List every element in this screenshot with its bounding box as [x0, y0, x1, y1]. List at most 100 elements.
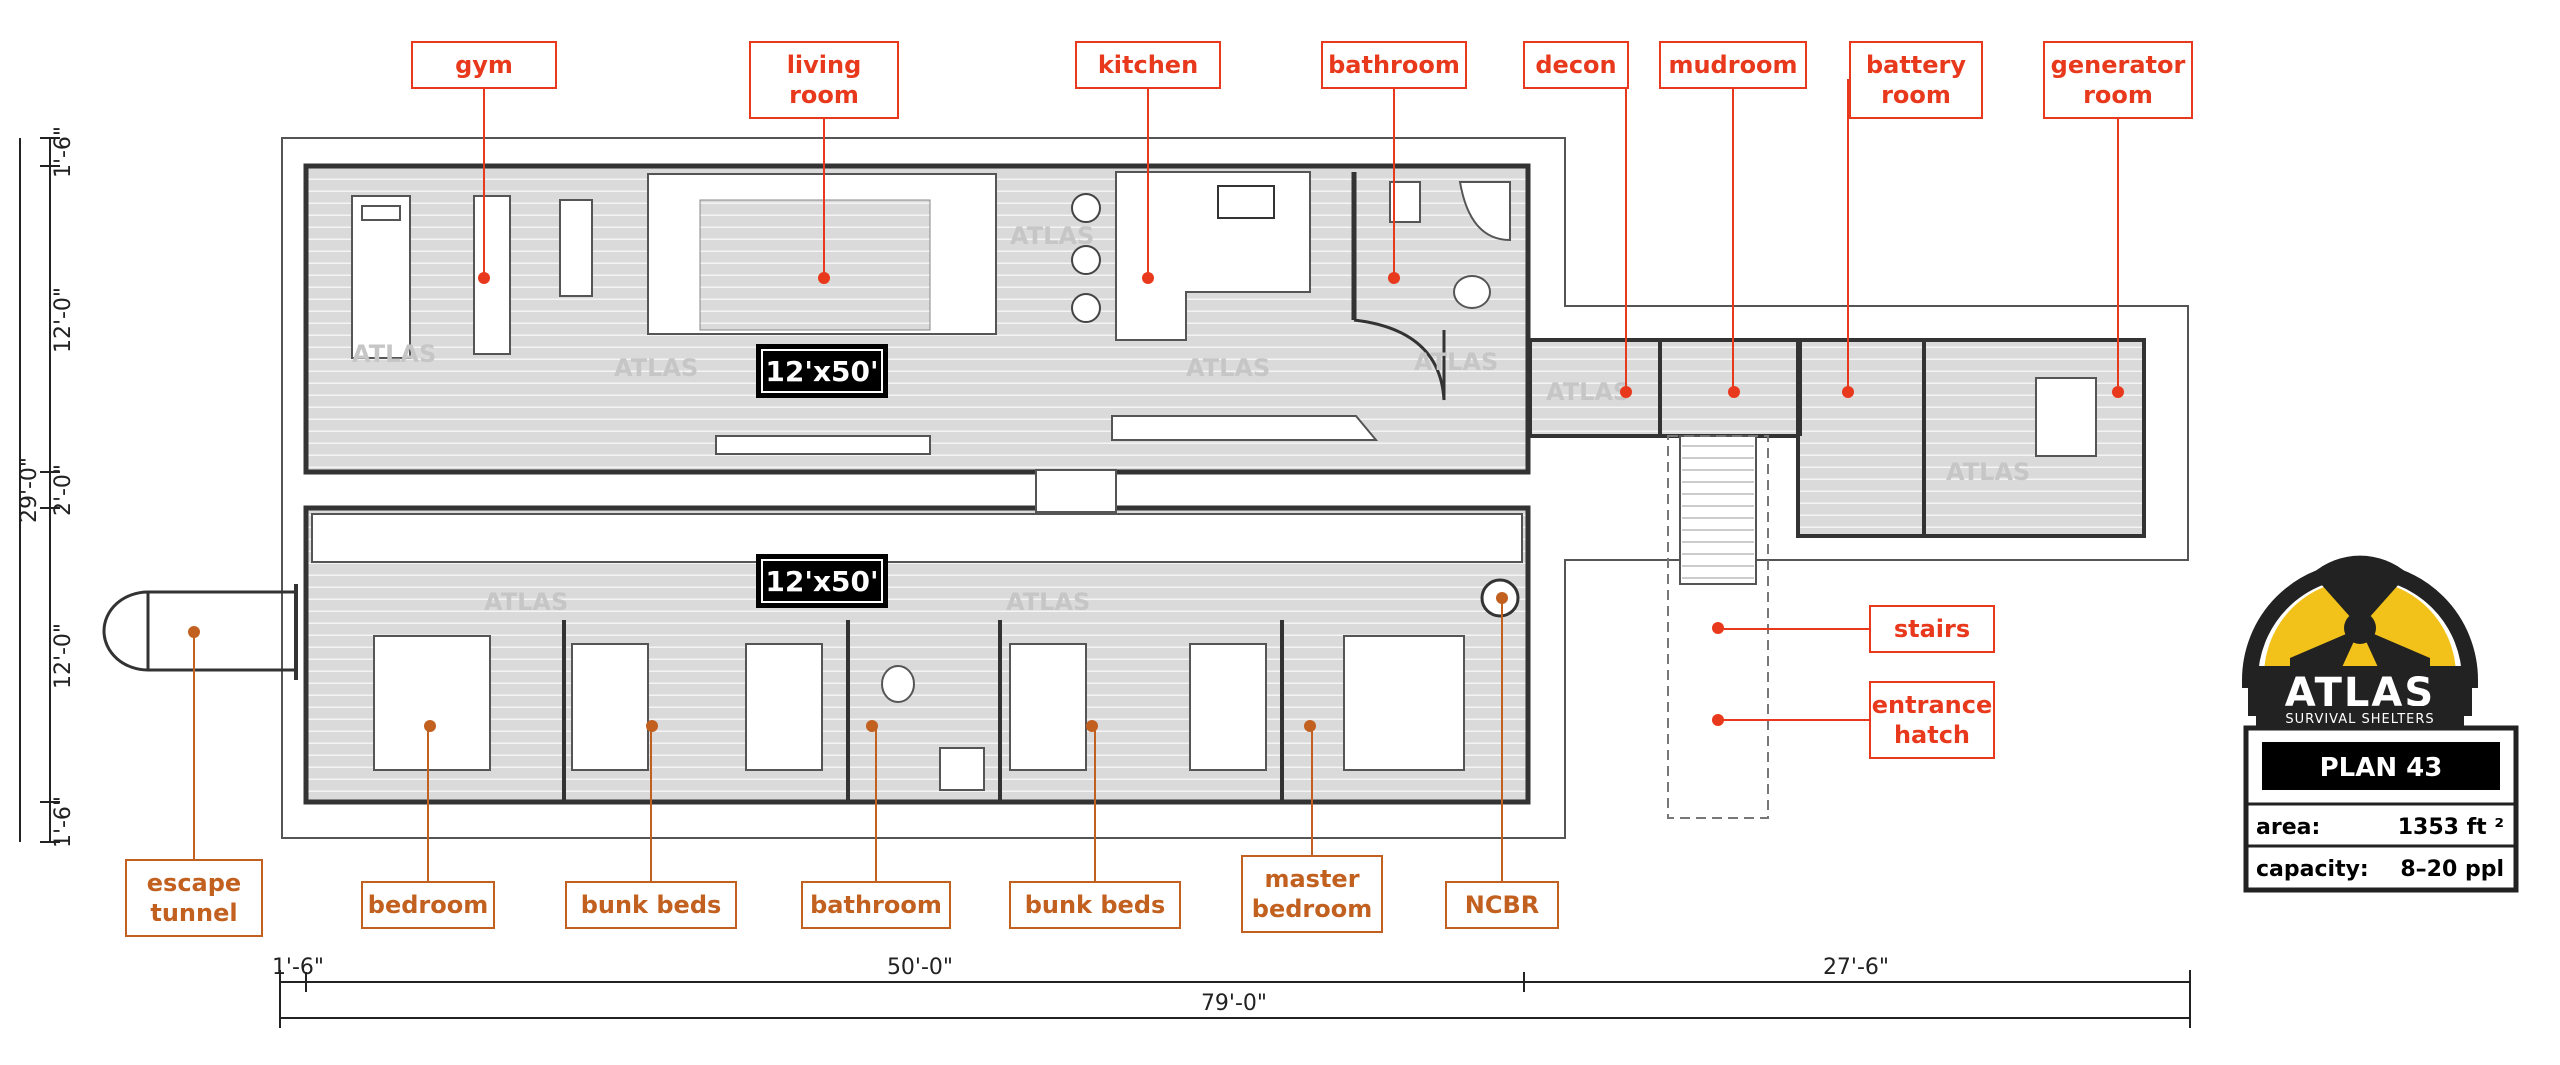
svg-text:ATLAS: ATLAS [1546, 378, 1630, 406]
room-marker-dot [1086, 720, 1098, 732]
room-label: entrance [1872, 691, 1992, 719]
callout-decon: decon [1523, 41, 1632, 398]
badge-top-bg [756, 344, 888, 398]
dim-left-1: 1'-6" [51, 126, 76, 178]
stair-treads [1682, 445, 1754, 579]
room-label: room [789, 81, 859, 109]
escape-tunnel-structure [102, 584, 298, 680]
shell-outline [281, 137, 2189, 839]
room-label: stairs [1894, 615, 1970, 643]
room-marker-dot [646, 720, 658, 732]
dim-bottom-small: 1'-6" [272, 955, 324, 980]
svg-text:ATLAS: ATLAS [614, 354, 698, 382]
logo-tagline: SURVIVAL SHELTERS [2285, 712, 2434, 727]
label-box [125, 859, 263, 937]
room-marker-dot [1388, 272, 1400, 284]
atlas-logo: ATLAS SURVIVAL SHELTERS [2241, 555, 2479, 728]
room-label: bathroom [1328, 51, 1460, 79]
room-label: room [1881, 81, 1951, 109]
label-box [801, 881, 951, 929]
room-label: living [787, 51, 862, 79]
bottom-dimensions [279, 970, 2191, 1028]
room-marker-dot [2112, 386, 2124, 398]
dim-left-5: 1'-6" [51, 796, 76, 848]
dim-bottom-main: 50'-0" [887, 955, 953, 980]
room-label: generator [2051, 51, 2186, 79]
callout-kitchen: kitchen [1075, 41, 1221, 284]
svg-text:ATLAS: ATLAS [1946, 458, 2030, 486]
label-box [411, 41, 557, 89]
dim-left-2: 12'-0" [51, 287, 76, 353]
dim-bottom-total: 79'-0" [1201, 991, 1267, 1016]
area-label: area: [2256, 815, 2320, 840]
room-label: kitchen [1098, 51, 1198, 79]
label-box [749, 41, 899, 119]
room-label: decon [1535, 51, 1616, 79]
label-box [1523, 41, 1629, 89]
capacity-value: 8–20 ppl [2400, 857, 2504, 882]
room-marker-dot [818, 272, 830, 284]
dim-left-3: 2'-0" [51, 464, 76, 516]
plan-title: PLAN 43 [2320, 753, 2443, 783]
label-box [1869, 605, 1995, 653]
room-marker-dot [1620, 386, 1632, 398]
room-marker-dot [1712, 714, 1724, 726]
label-box [1075, 41, 1221, 89]
connector-corridor [1035, 469, 1117, 513]
right-annex [1528, 338, 2146, 819]
room-marker-dot [1712, 622, 1724, 634]
label-box [1445, 881, 1559, 929]
svg-text:ATLAS: ATLAS [484, 588, 568, 616]
room-marker-dot [1842, 386, 1854, 398]
bottom-container [303, 505, 1531, 805]
callout-bunk-beds-2: bunk beds [1009, 720, 1181, 929]
room-marker-dot [424, 720, 436, 732]
room-label: mudroom [1668, 51, 1797, 79]
room-label: hatch [1894, 721, 1970, 749]
callout-bedroom: bedroom [361, 720, 495, 929]
room-marker-dot [1496, 592, 1508, 604]
badge-top: 12'x50' [765, 355, 878, 388]
room-marker-dot [188, 626, 200, 638]
label-box [1849, 41, 1983, 119]
watermarks: ATLAS ATLAS ATLAS ATLAS ATLAS ATLAS ATLA… [352, 222, 2030, 616]
badge-bottom-bg [756, 554, 888, 608]
room-marker-dot [866, 720, 878, 732]
capacity-label: capacity: [2256, 857, 2369, 882]
area-value: 1353 ft ² [2398, 815, 2504, 840]
dim-bottom-right: 27'-6" [1823, 955, 1889, 980]
room-label: bunk beds [581, 891, 722, 919]
room-label: room [2083, 81, 2153, 109]
room-label: escape [147, 869, 241, 897]
label-box [1659, 41, 1807, 89]
svg-text:ATLAS: ATLAS [352, 340, 436, 368]
svg-text:ATLAS: ATLAS [1186, 354, 1270, 382]
room-label: battery [1866, 51, 1966, 79]
room-label: bedroom [1252, 895, 1372, 923]
room-marker-dot [1304, 720, 1316, 732]
room-label: master [1264, 865, 1359, 893]
label-box [1869, 681, 1995, 759]
svg-text:ATLAS: ATLAS [1010, 222, 1094, 250]
badge-bottom: 12'x50' [765, 565, 878, 598]
callout-bathroom-bottom: bathroom [801, 720, 951, 929]
left-dimensions [19, 137, 60, 843]
label-box [1321, 41, 1467, 89]
room-marker-dot [478, 272, 490, 284]
room-label: NCBR [1465, 891, 1539, 919]
plan-info-box: PLAN 43 area: 1353 ft ² capacity: 8–20 p… [2243, 725, 2519, 893]
label-box [565, 881, 737, 929]
dim-left-4: 12'-0" [51, 623, 76, 689]
svg-text:ATLAS: ATLAS [1414, 348, 1498, 376]
dim-left-total: 29'-0" [17, 457, 42, 523]
callout-mudroom: mudroom [1659, 41, 1807, 398]
callout-ncbr: NCBR [1445, 592, 1559, 929]
label-box [1009, 881, 1181, 929]
